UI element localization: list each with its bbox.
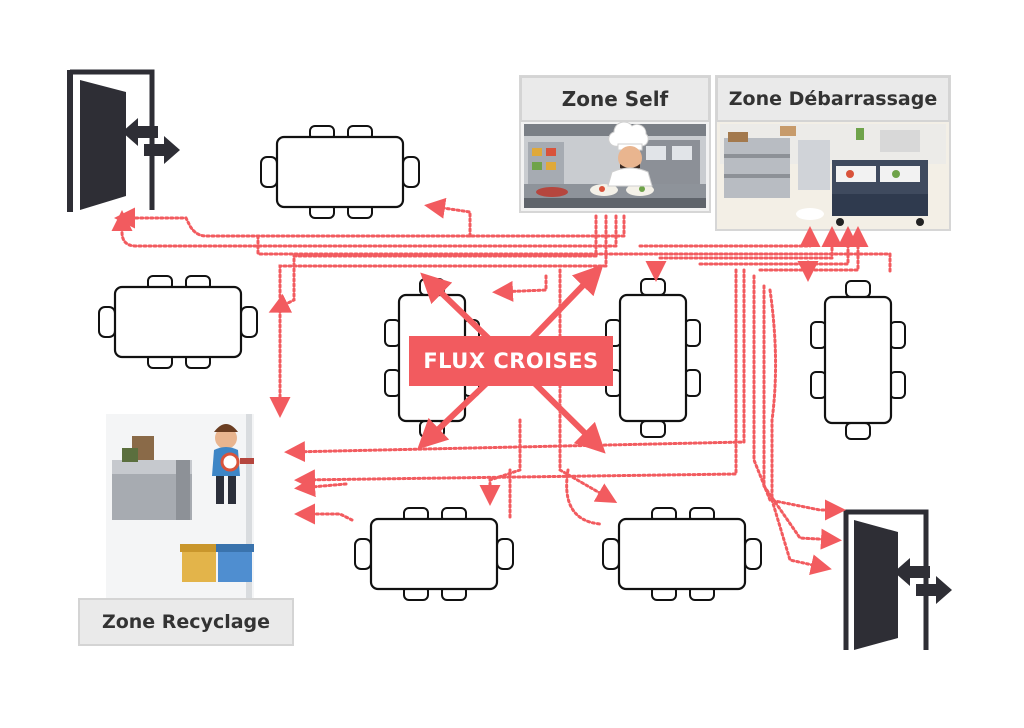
zone-self-label: Zone Self: [520, 76, 710, 122]
flux-croises-banner: FLUX CROISES: [409, 336, 613, 386]
door-icon-top-left: [67, 69, 155, 212]
door-icon-bottom-right: [843, 509, 929, 650]
recycling-bins-icon: [180, 544, 254, 582]
table-left: [97, 274, 259, 370]
table-right: [809, 279, 907, 441]
table-middle-2: [604, 277, 702, 439]
person-icon: [212, 424, 254, 504]
table-bottom-left: [353, 506, 515, 602]
zone-recyclage-label: Zone Recyclage: [78, 598, 294, 646]
zone-debarrassage-label: Zone Débarrassage: [716, 76, 950, 122]
table-top-center: [259, 124, 421, 220]
recycling-zone-illustration: [106, 414, 254, 598]
flow-paths: [111, 197, 892, 575]
swap-arrows-icon-bottom-right: [894, 558, 952, 604]
table-bottom-right: [601, 506, 763, 602]
chef-icon: [607, 121, 653, 187]
swap-arrows-icon-top-left: [122, 118, 180, 164]
